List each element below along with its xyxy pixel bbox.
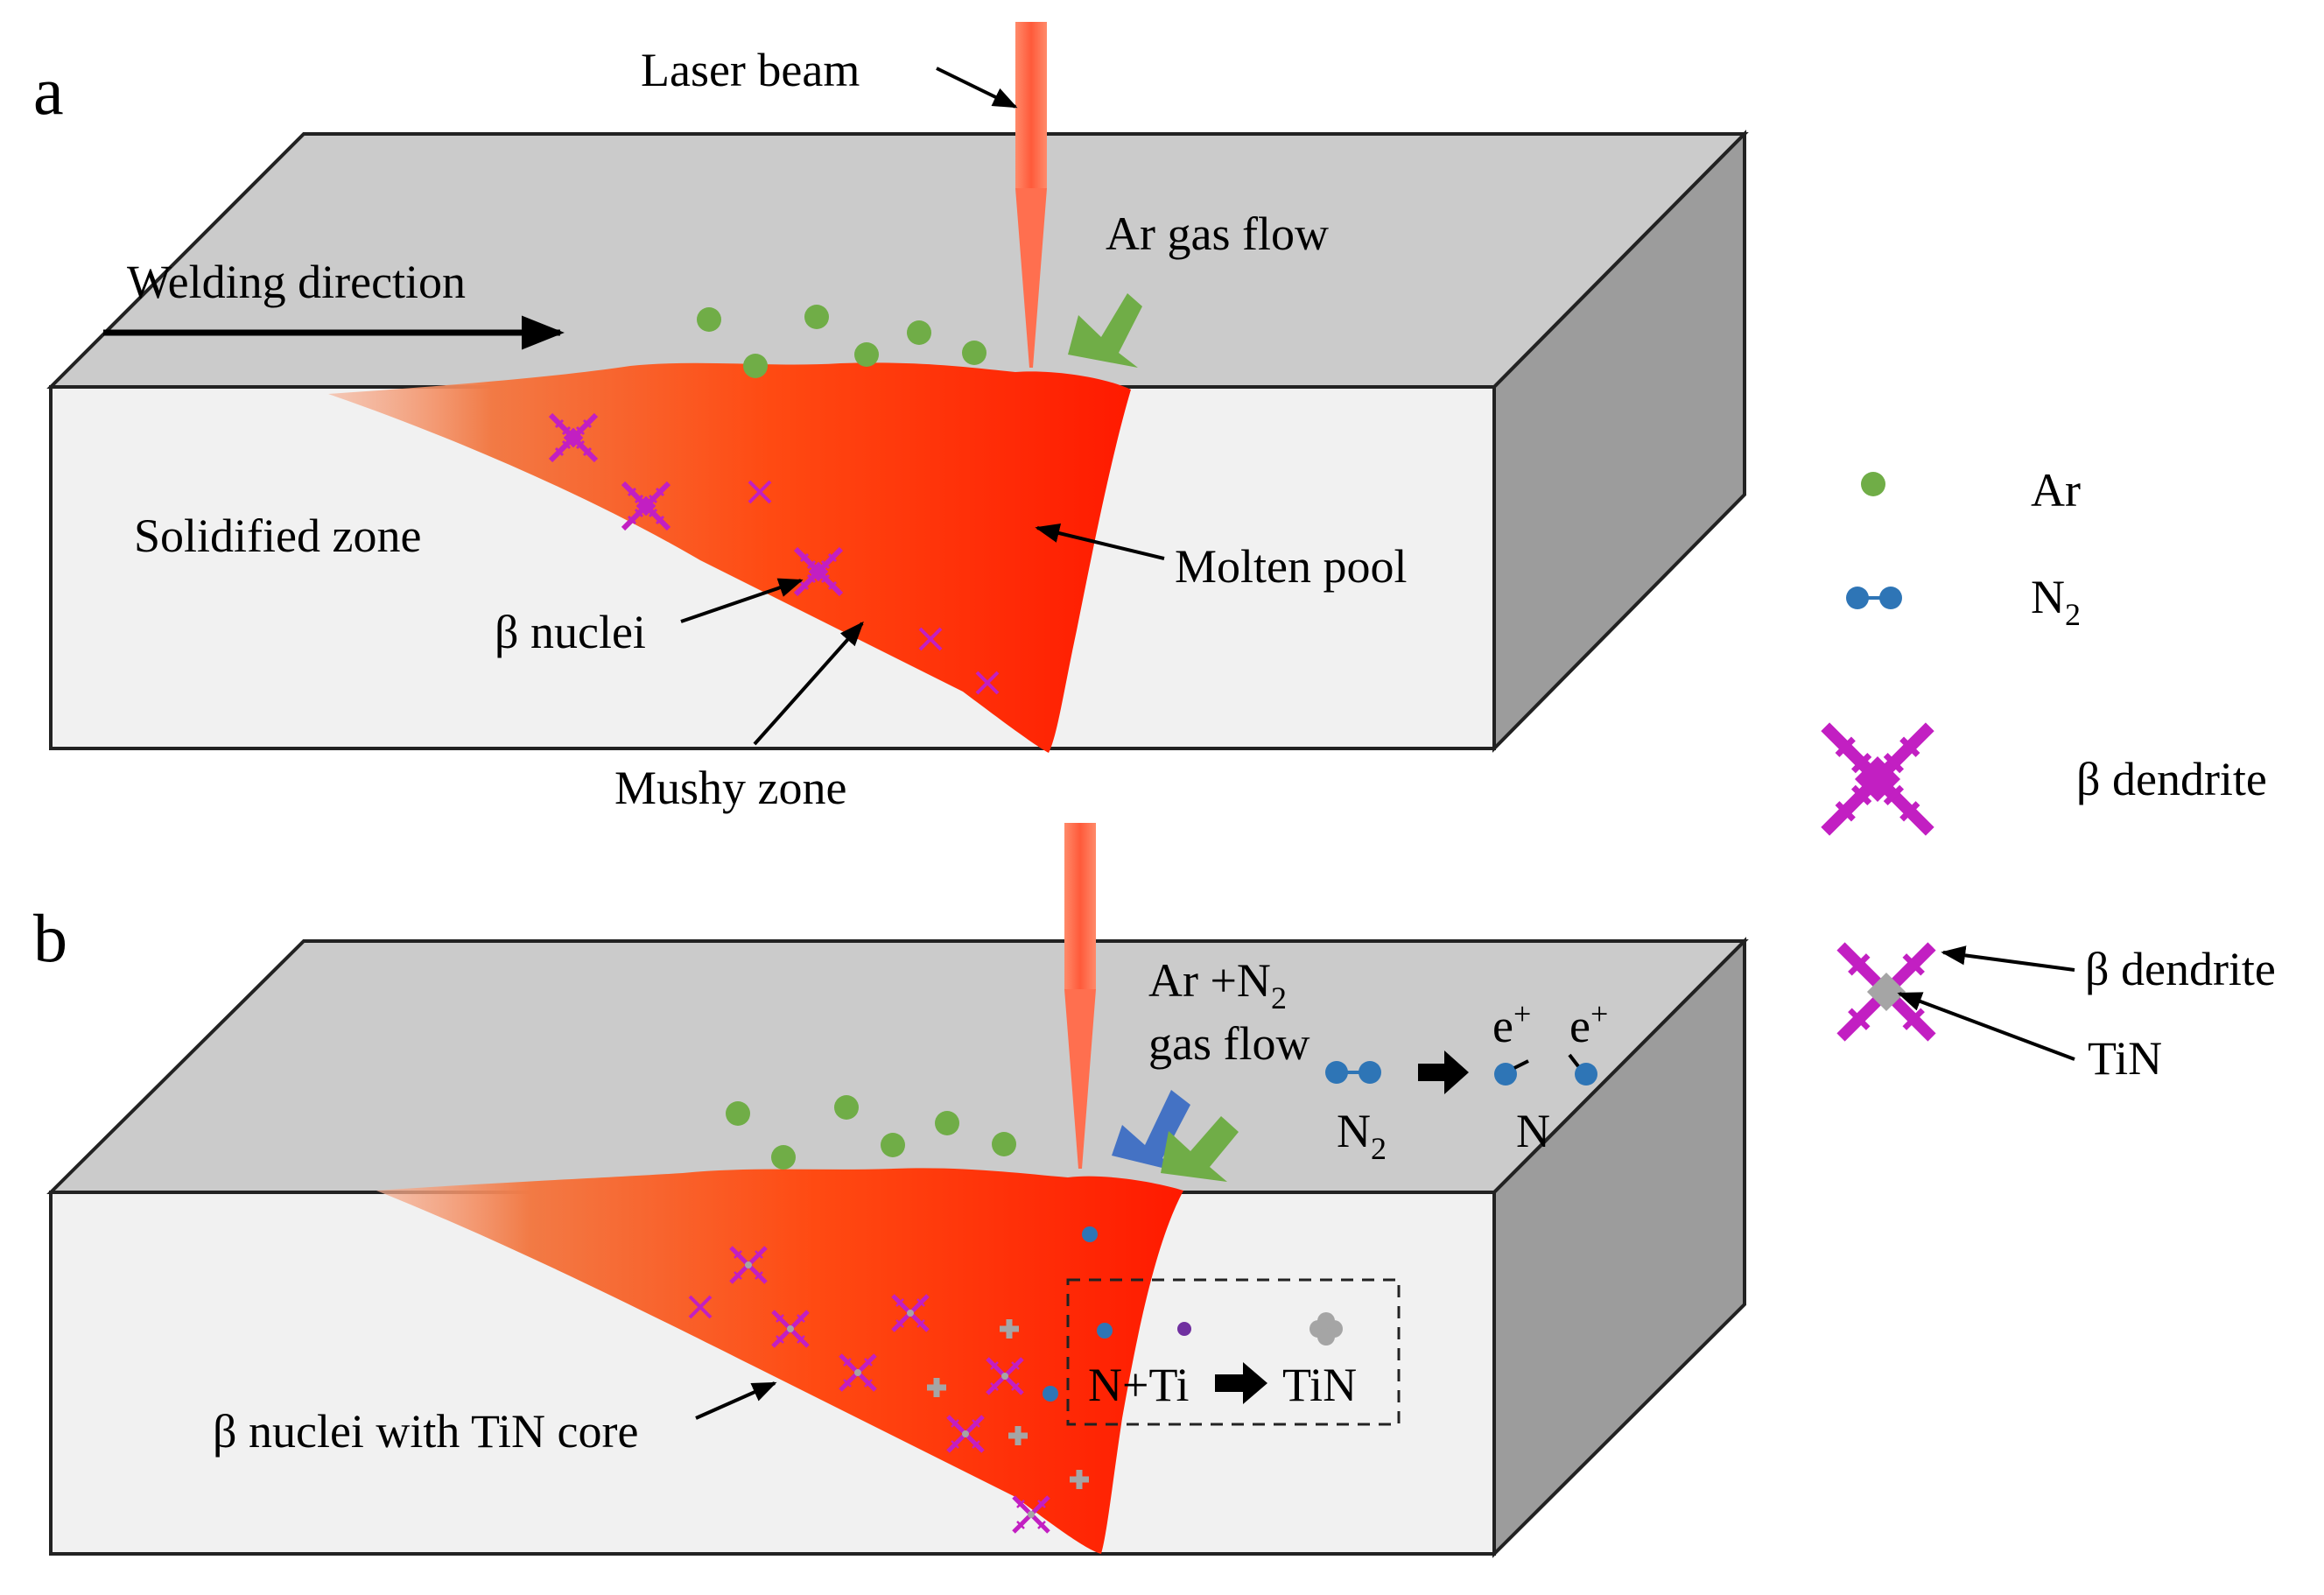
panel-b-letter: b [33,900,67,976]
laser-beam-a [1015,22,1047,188]
legend-tin-pointer [1897,992,2075,1061]
legend-n2-icon [1846,587,1902,609]
molten-pool-b [376,1168,1183,1554]
tin-product-icon [1309,1312,1343,1346]
molten-pool-label: Molten pool [1175,540,1408,593]
legend-dendrite2-pointer [1941,945,2075,972]
legend: Ar N2 β dendrite β dendrite TiN [1825,464,2276,1085]
reaction-right-label: TiN [1282,1359,1357,1411]
reaction-left-label: N+Ti [1088,1359,1190,1411]
gas-flow-b-line2: gas flow [1148,1017,1309,1070]
legend-tin-dendrite-icon [1841,946,1932,1037]
n2-gas-arrow [1112,1090,1190,1173]
mushy-zone-pointer [753,621,864,746]
legend-dendrite2-label: β dendrite [2085,943,2276,995]
electron-label-1: e+ [1492,996,1531,1052]
legend-ar-dot [1861,472,1885,496]
beta-nuclei-tin-core-label: β nuclei with TiN core [213,1405,638,1458]
n2-dissociation [1325,1050,1597,1094]
ar-gas-arrow-b [1161,1116,1239,1182]
legend-n2-label: N2 [2031,571,2081,632]
panel-a-letter: a [33,53,64,129]
reaction-arrow [1215,1362,1267,1404]
laser-beam-label: Laser beam [641,44,860,96]
reaction-box [1066,1278,1401,1426]
electron-label-2: e+ [1569,996,1608,1052]
welding-direction-label: Welding direction [127,256,466,308]
molten-pool-pointer [1035,523,1165,560]
ar-gas-arrow-a [1068,293,1142,368]
laser-focus-a [1015,188,1047,368]
gas-flow-b-line1: Ar +N2 [1148,954,1287,1015]
beta-nuclei-tin-core-pointer [695,1381,777,1420]
n-atoms-in-pool [1043,1226,1113,1402]
beta-nuclei-pointer [680,578,804,623]
panel-b: b [33,823,1749,1558]
legend-dendrite-label: β dendrite [2076,753,2267,805]
laser-beam-pointer [936,67,1018,109]
laser-beam-b [1064,823,1096,989]
ar-dots-b [726,1095,1016,1170]
laser-focus-b [1064,989,1096,1169]
beta-nuclei-label: β nuclei [495,606,646,658]
molten-pool-a [328,362,1131,753]
n-atom-label: N [1516,1105,1550,1157]
legend-tin-label: TiN [2088,1032,2162,1085]
solidified-zone-label: Solidified zone [134,509,421,562]
ar-dots-a [697,305,986,378]
ar-gas-flow-label: Ar gas flow [1106,207,1329,260]
n2-molecule-label: N2 [1337,1105,1387,1166]
ti-atom [1177,1322,1191,1336]
panel-a: a Laser beam Ar gas flow Welding di [33,22,1749,814]
legend-dendrite-icon [1825,727,1930,832]
legend-ar-label: Ar [2031,464,2081,516]
mushy-zone-label: Mushy zone [614,762,846,814]
